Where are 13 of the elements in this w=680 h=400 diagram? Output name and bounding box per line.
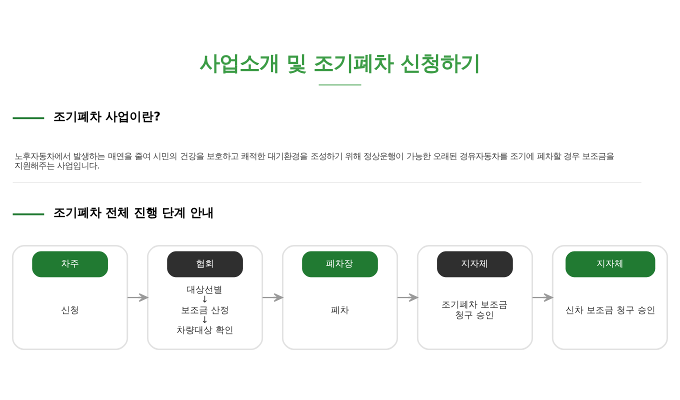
node-box: 협회 대상선별 ↓ 보조금 산정 ↓ 차량대상 확인 — [146, 245, 264, 350]
node-box: 차주 신청 — [12, 245, 128, 350]
label: 노후자동차에서 발생하는 매연을 줄여 시민의 건강을 보호하고 쾌적한 대기환경을 조성하기 위해 정상운행이 가능한 오래된 경유자동차를 조기에 폐차할 경우 보조금을 지원해주는 사업입니다. — [14, 151, 614, 170]
arrow — [128, 293, 148, 302]
arrow — [532, 293, 554, 302]
arrow — [262, 293, 284, 302]
label: 조기폐차 전체 진행 단계 안내 — [53, 206, 214, 220]
diagram-title: 사업소개 및 조기폐차 신청하기 — [199, 51, 481, 76]
arrow — [397, 293, 418, 302]
label: 조기폐차 사업이란? — [53, 109, 161, 124]
node-box: 지자체 신차 보조금 청구 승인 — [552, 245, 668, 350]
node-box: 지자체 조기폐차 보조금 청구 승인 — [416, 245, 534, 350]
node-box: 폐차장 폐차 — [282, 245, 398, 350]
